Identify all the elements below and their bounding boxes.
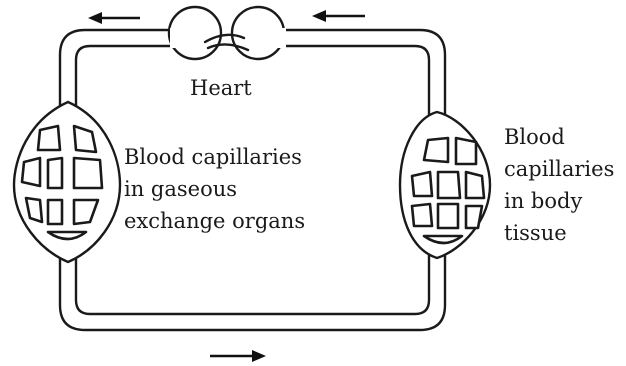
right-organ-label-line-2: capillaries [504, 157, 614, 181]
right-organ-label-line-3: in body [504, 189, 582, 213]
gaseous-exchange-capillary-bed [14, 102, 120, 262]
heart-label: Heart [190, 76, 252, 100]
flow-arrow-left-top [88, 12, 140, 24]
flow-arrow-bottom [210, 350, 266, 362]
left-organ-label-line-3: exchange organs [124, 209, 305, 233]
body-tissue-capillary-bed [400, 112, 490, 258]
right-organ-label-line-4: tissue [504, 221, 567, 245]
flow-arrow-right-top [312, 10, 365, 22]
right-organ-label-line-1: Blood [504, 125, 565, 149]
left-organ-label-line-2: in gaseous [124, 177, 237, 201]
left-organ-label-line-1: Blood capillaries [124, 145, 302, 169]
heart [169, 7, 286, 59]
